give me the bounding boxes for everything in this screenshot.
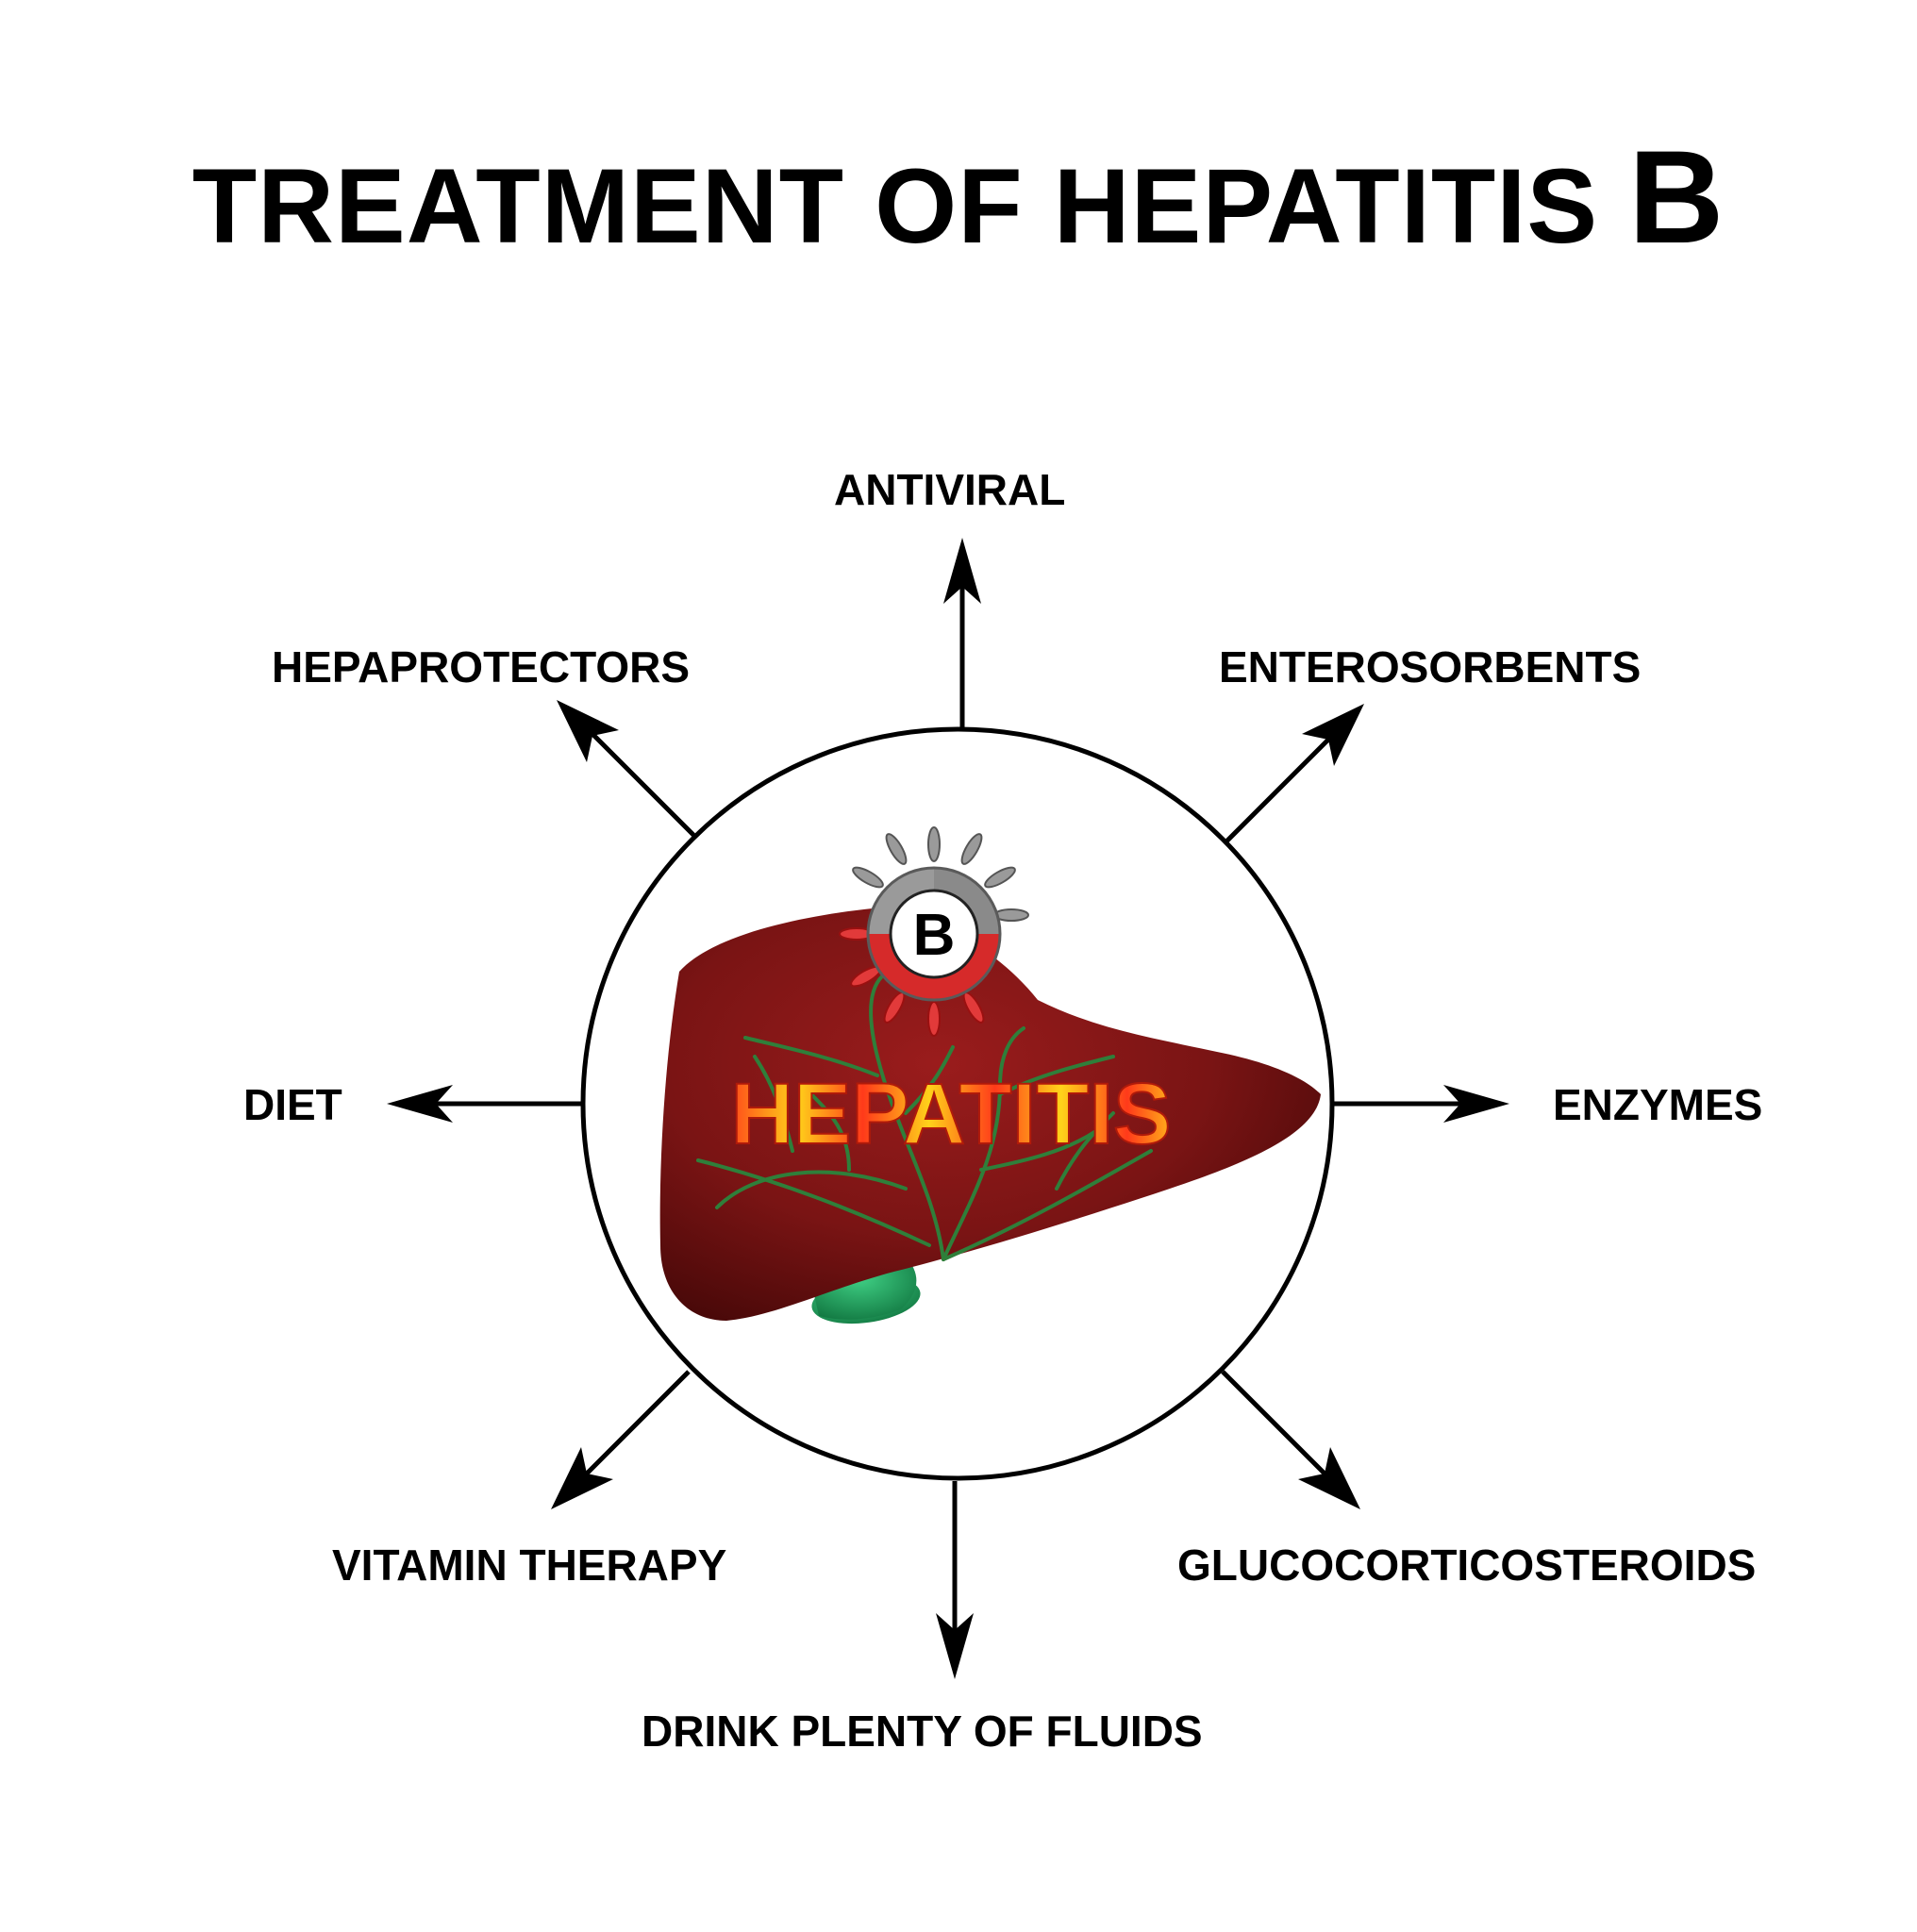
label-hepaprotectors: HEPAPROTECTORS xyxy=(272,642,691,691)
page-title: TREATMENT OF HEPATITIS B xyxy=(0,121,1917,274)
title-main: TREATMENT OF HEPATITIS xyxy=(192,147,1599,265)
virus-icon: B xyxy=(839,826,1029,1037)
label-enzymes: ENZYMES xyxy=(1553,1080,1763,1129)
arrow-top-left xyxy=(557,700,700,841)
arrow-top-right xyxy=(1221,704,1364,847)
arrows xyxy=(387,538,1509,1679)
arrow-bottom xyxy=(936,1481,974,1679)
arrow-bottom-right xyxy=(1221,1370,1360,1509)
label-drink-plenty-of-fluids: DRINK PLENTY OF FLUIDS xyxy=(642,1707,1203,1756)
arrow-top xyxy=(943,538,981,732)
arrow-left xyxy=(387,1085,583,1123)
label-diet: DIET xyxy=(243,1080,342,1129)
virus-letter: B xyxy=(913,903,956,968)
arrow-right xyxy=(1332,1085,1509,1123)
title-letter: B xyxy=(1628,123,1725,271)
bile-vessels xyxy=(696,974,1153,1261)
label-glucocorticosteroids: GLUCOCORTICOSTEROIDS xyxy=(1177,1541,1757,1590)
label-antiviral: ANTIVIRAL xyxy=(834,465,1066,514)
organ-label: HEPATITIS xyxy=(731,1066,1172,1162)
liver-icon xyxy=(659,906,1321,1321)
arrow-bottom-left xyxy=(551,1370,691,1509)
label-vitamin-therapy: VITAMIN THERAPY xyxy=(332,1541,727,1590)
label-enterosorbents: ENTEROSORBENTS xyxy=(1219,642,1642,691)
